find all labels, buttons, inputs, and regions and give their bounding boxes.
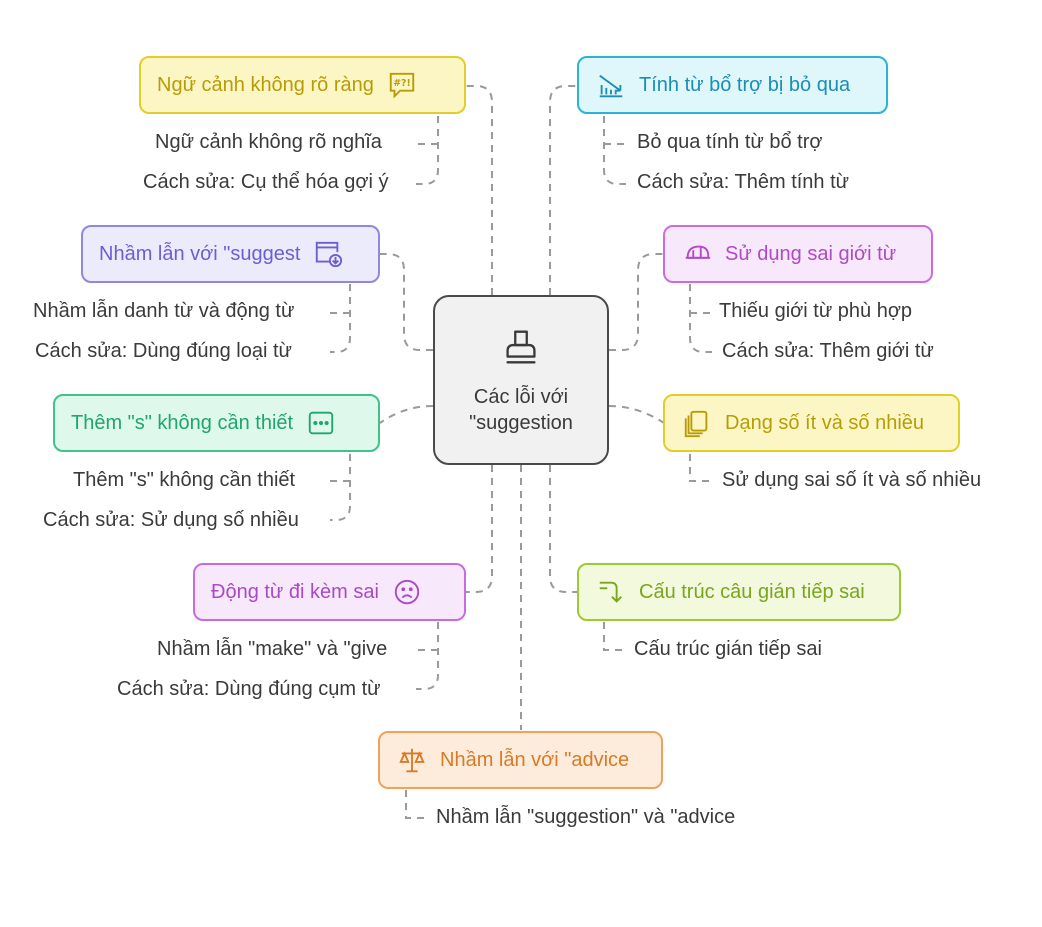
branch-context[interactable]: Ngữ cảnh không rõ ràng #?! — [139, 56, 466, 114]
window-download-icon — [312, 238, 344, 270]
scale-icon — [396, 744, 428, 776]
turn-down-arrow-icon — [595, 576, 627, 608]
branch-label: Sử dụng sai giới từ — [725, 242, 897, 265]
central-topic: Các lỗi với "suggestion — [433, 295, 609, 465]
leaf-adjective-2: Cách sửa: Thêm tính từ — [637, 171, 850, 193]
link-adjective — [549, 85, 578, 295]
svg-text:#?!: #?! — [393, 78, 411, 89]
link-indirect — [549, 465, 578, 593]
link-number — [608, 405, 665, 424]
branch-suggest[interactable]: Nhầm lẫn với "suggest — [81, 225, 380, 283]
stamp-icon — [498, 324, 544, 376]
branch-preposition[interactable]: Sử dụng sai giới từ — [663, 225, 933, 283]
leaf-plural-s-2: Cách sửa: Sử dụng số nhiều — [43, 509, 299, 531]
leaf-context-2: Cách sửa: Cụ thể hóa gợi ý — [143, 171, 389, 193]
branch-label: Tính từ bổ trợ bị bỏ qua — [639, 73, 851, 96]
sad-face-icon — [391, 576, 423, 608]
branch-label: Động từ đi kèm sai — [211, 580, 379, 603]
link-plural-s — [379, 405, 434, 424]
copy-icon — [681, 407, 713, 439]
leaf-suggest-1: Nhầm lẫn danh từ và động từ — [33, 300, 295, 322]
branch-plural-s[interactable]: Thêm "s" không cần thiết — [53, 394, 380, 452]
leaf-indirect-1: Cấu trúc gián tiếp sai — [634, 638, 822, 660]
speech-symbols-icon: #?! — [386, 69, 418, 101]
branch-verb[interactable]: Động từ đi kèm sai — [193, 563, 466, 621]
decline-chart-icon — [595, 69, 627, 101]
branch-label: Cấu trúc câu gián tiếp sai — [639, 580, 865, 603]
branch-label: Dạng số ít và số nhiều — [725, 411, 925, 434]
branch-advice[interactable]: Nhầm lẫn với "advice — [378, 731, 663, 789]
branch-indirect[interactable]: Cấu trúc câu gián tiếp sai — [577, 563, 901, 621]
leaf-suggest-2: Cách sửa: Dùng đúng loại từ — [35, 340, 292, 362]
ellipsis-box-icon — [305, 407, 337, 439]
link-verb — [464, 465, 493, 593]
branch-label: Nhầm lẫn với "suggest — [99, 242, 301, 265]
link-suggest — [380, 253, 433, 351]
branch-label: Thêm "s" không cần thiết — [71, 411, 294, 434]
leaf-preposition-1: Thiếu giới từ phù hợp — [719, 300, 913, 322]
leaf-verb-1: Nhầm lẫn "make" và "give — [157, 638, 388, 660]
branch-number[interactable]: Dạng số ít và số nhiều — [663, 394, 960, 452]
leaf-preposition-2: Cách sửa: Thêm giới từ — [722, 340, 934, 362]
central-title: Các lỗi với "suggestion — [469, 386, 573, 434]
leaf-plural-s-1: Thêm "s" không cần thiết — [73, 469, 296, 491]
link-context — [464, 85, 493, 295]
leaf-number-1: Sử dụng sai số ít và số nhiều — [722, 469, 982, 491]
leaf-verb-2: Cách sửa: Dùng đúng cụm từ — [117, 678, 381, 700]
branch-label: Ngữ cảnh không rõ ràng — [157, 73, 374, 96]
link-preposition — [609, 253, 664, 351]
leaf-advice-1: Nhầm lẫn "suggestion" và "advice — [436, 806, 736, 828]
leaf-adjective-1: Bỏ qua tính từ bổ trợ — [637, 131, 823, 153]
branch-adjective[interactable]: Tính từ bổ trợ bị bỏ qua — [577, 56, 888, 114]
branch-label: Nhầm lẫn với "advice — [440, 748, 630, 771]
leaf-context-1: Ngữ cảnh không rõ nghĩa — [155, 131, 382, 153]
cap-icon — [681, 238, 713, 270]
